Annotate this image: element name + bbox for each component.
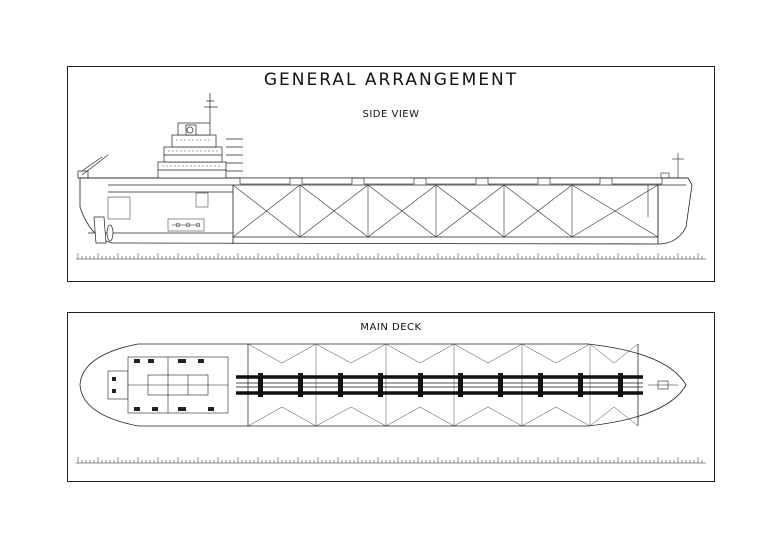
accommodation-plan (107, 356, 229, 414)
bow-mast (647, 153, 684, 217)
engine-room (107, 192, 209, 232)
superstructure (157, 93, 243, 179)
drawing-title: GENERAL ARRANGEMENT (263, 70, 519, 90)
side-view-label: SIDE VIEW (362, 109, 420, 120)
deck-hatches (239, 177, 663, 185)
hull-profile (79, 177, 693, 245)
aft-crane (77, 154, 109, 179)
side-view-drawing (76, 93, 706, 260)
frame-scale (77, 253, 703, 259)
side-view-panel: GENERAL ARRANGEMENT SIDE VIEW (67, 66, 715, 282)
bow-plan (648, 380, 678, 390)
catwalk-lines (236, 382, 643, 388)
cargo-tank-divisions (232, 184, 659, 238)
pipe-nodes (258, 373, 623, 397)
rudder-propeller (93, 216, 114, 244)
frame-scale (77, 457, 703, 463)
deck-fittings (112, 359, 214, 411)
funnel-emblem-icon (186, 126, 194, 134)
main-deck-drawing (76, 343, 706, 464)
cargo-pipelines (236, 375, 643, 395)
main-deck-label: MAIN DECK (360, 322, 422, 333)
main-deck-panel: MAIN DECK (67, 312, 715, 482)
deck-outline (79, 343, 687, 427)
cargo-tank-grid (247, 343, 639, 427)
